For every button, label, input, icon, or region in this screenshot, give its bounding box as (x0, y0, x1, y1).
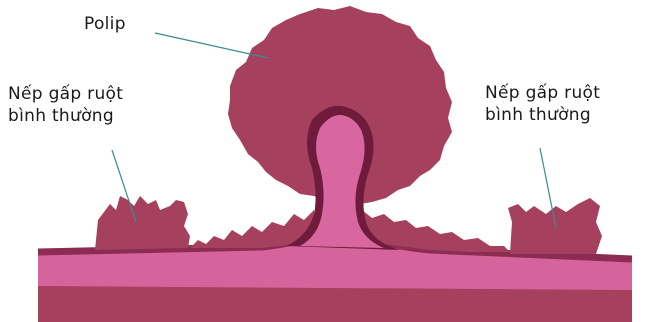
left-fold-label: Nếp gấp ruột bình thường (8, 83, 123, 127)
right-fold-label-line1: Nếp gấp ruột (485, 82, 600, 104)
left-fold-label-line1: Nếp gấp ruột (8, 83, 123, 105)
polyp-label-text: Polip (84, 13, 126, 35)
left-normal-fold (95, 196, 190, 250)
right-fold-label-line2: bình thường (485, 104, 600, 126)
polyp-leader-line (155, 33, 268, 58)
left-fold-label-line2: bình thường (8, 105, 123, 127)
polyp-label: Polip (84, 13, 126, 35)
right-fold-label: Nếp gấp ruột bình thường (485, 82, 600, 126)
